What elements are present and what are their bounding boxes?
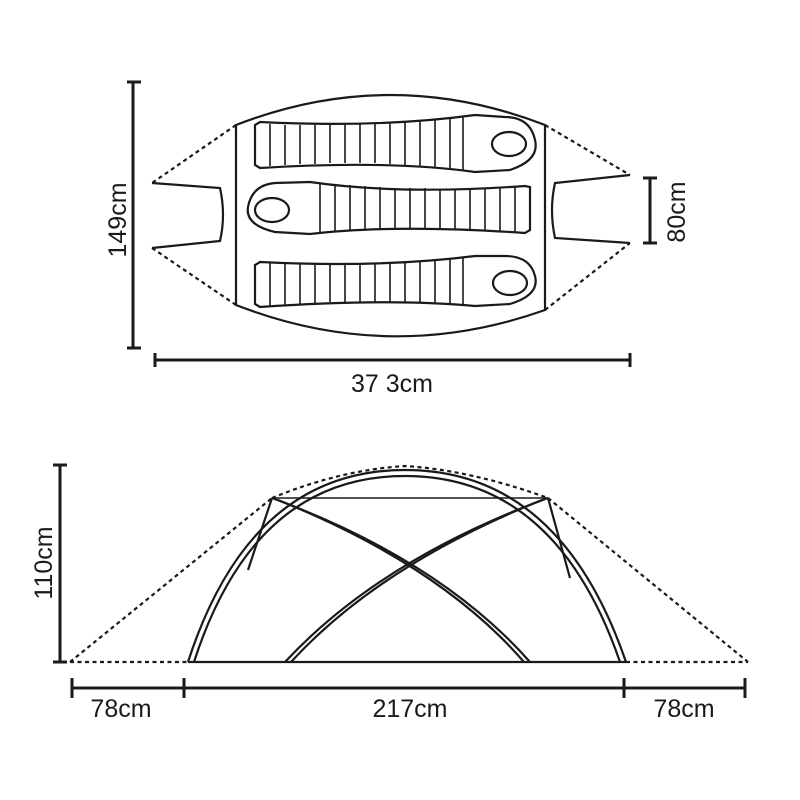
sleeping-bag-1-baffles <box>269 117 464 171</box>
side-fly-outline <box>69 464 749 664</box>
plan-length-dimension: 37 3cm <box>153 353 632 398</box>
vestibule-width-dimension: 80cm <box>643 176 691 245</box>
plan-width-dimension: 149cm <box>104 80 141 350</box>
length-dimensions: 78cm 217cm 78cm <box>70 678 747 723</box>
sleeping-bag-2-baffles <box>319 183 516 233</box>
vestibule-width-label: 80cm <box>663 181 691 242</box>
sleeping-bag-1 <box>253 113 537 174</box>
left-door-panel <box>151 181 225 250</box>
height-dimension: 110cm <box>30 463 67 664</box>
inner-length-label: 217cm <box>372 695 447 723</box>
sleeping-bag-3 <box>253 254 537 309</box>
tent-floor <box>234 93 547 338</box>
plan-view: 149cm <box>104 80 691 398</box>
right-vestibule-label: 78cm <box>653 695 714 723</box>
plan-length-label: 37 3cm <box>351 370 433 398</box>
fly-outline <box>151 124 631 311</box>
right-door-panel <box>550 173 631 245</box>
side-view: 110cm <box>30 463 749 723</box>
left-vestibule-label: 78cm <box>90 695 151 723</box>
sleeping-bag-2 <box>246 180 532 236</box>
height-label: 110cm <box>30 526 58 599</box>
plan-width-label: 149cm <box>104 182 132 257</box>
tent-poles <box>186 468 628 663</box>
sleeping-bag-3-baffles <box>269 258 464 306</box>
